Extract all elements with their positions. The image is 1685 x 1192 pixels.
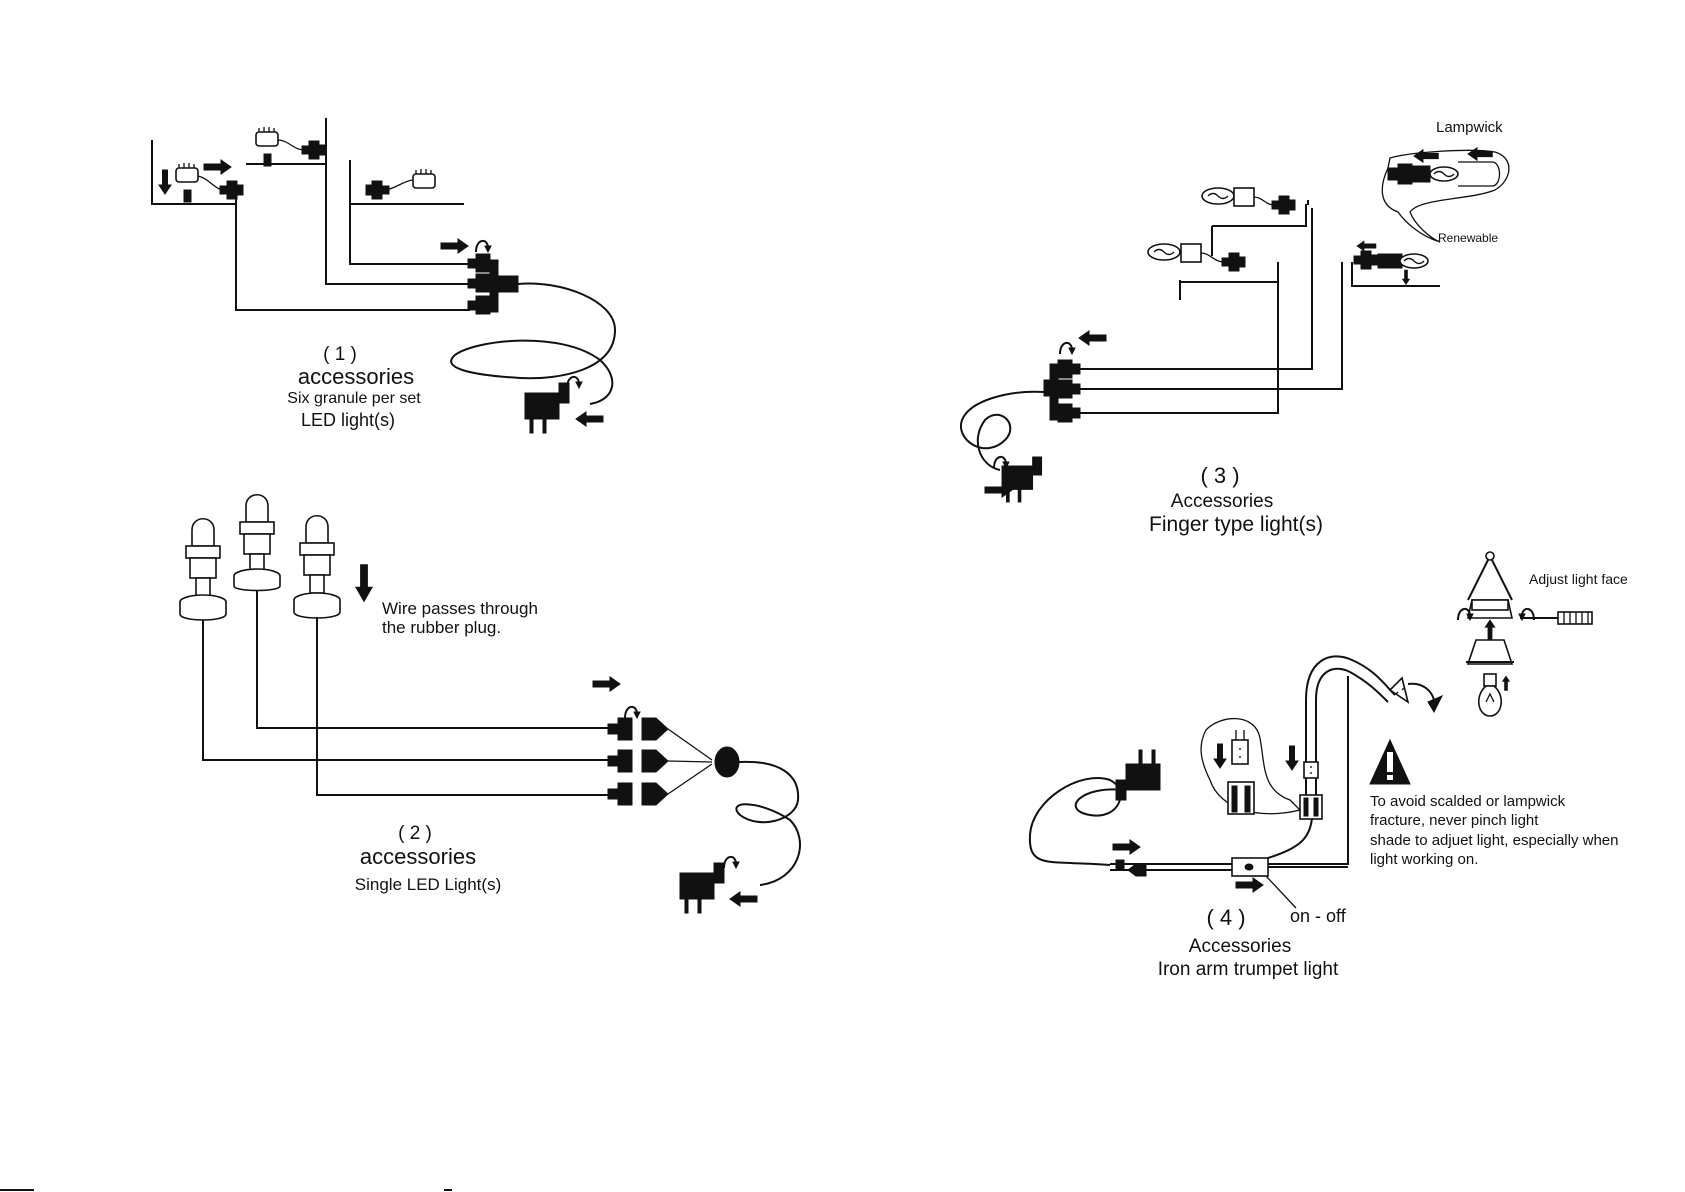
- lampwick-label: Lampwick: [1436, 119, 1503, 136]
- splitter-icon: [1043, 359, 1081, 423]
- connector-icon: [1353, 250, 1378, 270]
- arrow-icon: [1467, 147, 1493, 161]
- warning-triangle-icon: [1369, 738, 1411, 785]
- bulb-icon: [412, 169, 436, 189]
- connector-icon: [365, 180, 390, 200]
- switch-label: on - off: [1290, 906, 1347, 926]
- arrow-icon: [729, 891, 758, 907]
- arrow-icon: [440, 238, 469, 254]
- arrow-icon: [1484, 619, 1496, 640]
- renewable-label: Renewable: [1438, 231, 1498, 245]
- screwdriver-icon: [1520, 611, 1593, 625]
- panel-1-number: ( 1 ): [323, 344, 357, 365]
- warning-line-4: light working on.: [1370, 851, 1478, 868]
- panel-4-line-1: Iron arm trumpet light: [1158, 959, 1339, 980]
- bulb-icon: [293, 514, 341, 619]
- panel-1-diagram: [151, 118, 617, 434]
- curl-arrow-icon: [475, 239, 492, 253]
- connector-icon: [219, 180, 244, 200]
- connector-icon: [1271, 195, 1296, 215]
- panel-1-title: accessories: [298, 364, 414, 389]
- arrow-icon: [1285, 745, 1299, 771]
- arrow-icon: [1112, 839, 1141, 855]
- panel-4-title: Accessories: [1189, 936, 1291, 957]
- plug-adapter-icon: [524, 382, 570, 434]
- panel-3-diagram: [959, 147, 1510, 503]
- arrow-icon: [575, 411, 604, 427]
- arrow-icon: [355, 564, 373, 602]
- panel-3-line-1: Finger type light(s): [1149, 513, 1323, 536]
- curl-arrow-icon: [1059, 341, 1076, 355]
- warning-line-2: fracture, never pinch light: [1370, 812, 1539, 829]
- arrow-icon: [158, 169, 172, 195]
- bulb-icon: [175, 163, 199, 203]
- panel-2-number: ( 2 ): [398, 823, 432, 844]
- panel-2-line-1: Single LED Light(s): [355, 875, 501, 894]
- panel-2-diagram: [179, 493, 801, 914]
- bulb-icon: [255, 127, 279, 167]
- warning-line-1: To avoid scalded or lampwick: [1370, 793, 1566, 810]
- panel-2-note-line-1: Wire passes through: [382, 599, 538, 618]
- splitter-icon: [607, 717, 669, 806]
- arrow-icon: [1502, 675, 1510, 691]
- panel-2-note-line-2: the rubber plug.: [382, 618, 501, 637]
- arrow-icon: [1213, 743, 1227, 769]
- curl-arrow-icon: [624, 705, 641, 719]
- panel-1-line-1: Six granule per set: [287, 390, 421, 407]
- panel-3-number: ( 3 ): [1200, 463, 1239, 488]
- warning-line-3: shade to adjuet light, especially when: [1370, 832, 1619, 849]
- plug-adapter-icon: [1115, 749, 1161, 801]
- arrow-icon: [1235, 877, 1264, 893]
- arrow-icon: [1356, 240, 1377, 252]
- adjust-light-face-label: Adjust light face: [1529, 571, 1628, 587]
- curl-arrow-icon: [993, 455, 1010, 469]
- arrow-icon: [1402, 269, 1410, 285]
- connector-icon: [301, 140, 326, 160]
- panel-4-number: ( 4 ): [1206, 905, 1245, 930]
- arrow-icon: [203, 159, 232, 175]
- bulb-icon: [1478, 673, 1502, 717]
- curl-arrow-icon: [723, 855, 740, 869]
- panel-4-diagram: [1028, 551, 1593, 909]
- panel-1-line-2: LED light(s): [301, 410, 395, 430]
- plug-adapter-icon: [679, 862, 725, 914]
- bulb-icon: [179, 517, 227, 621]
- arrow-icon: [592, 676, 621, 692]
- panel-3-title: Accessories: [1171, 491, 1273, 512]
- bulb-icon: [233, 493, 281, 592]
- panel-2-title: accessories: [360, 844, 476, 869]
- connector-icon: [1221, 252, 1246, 272]
- splitter-icon: [467, 253, 519, 315]
- arrow-icon: [1078, 330, 1107, 346]
